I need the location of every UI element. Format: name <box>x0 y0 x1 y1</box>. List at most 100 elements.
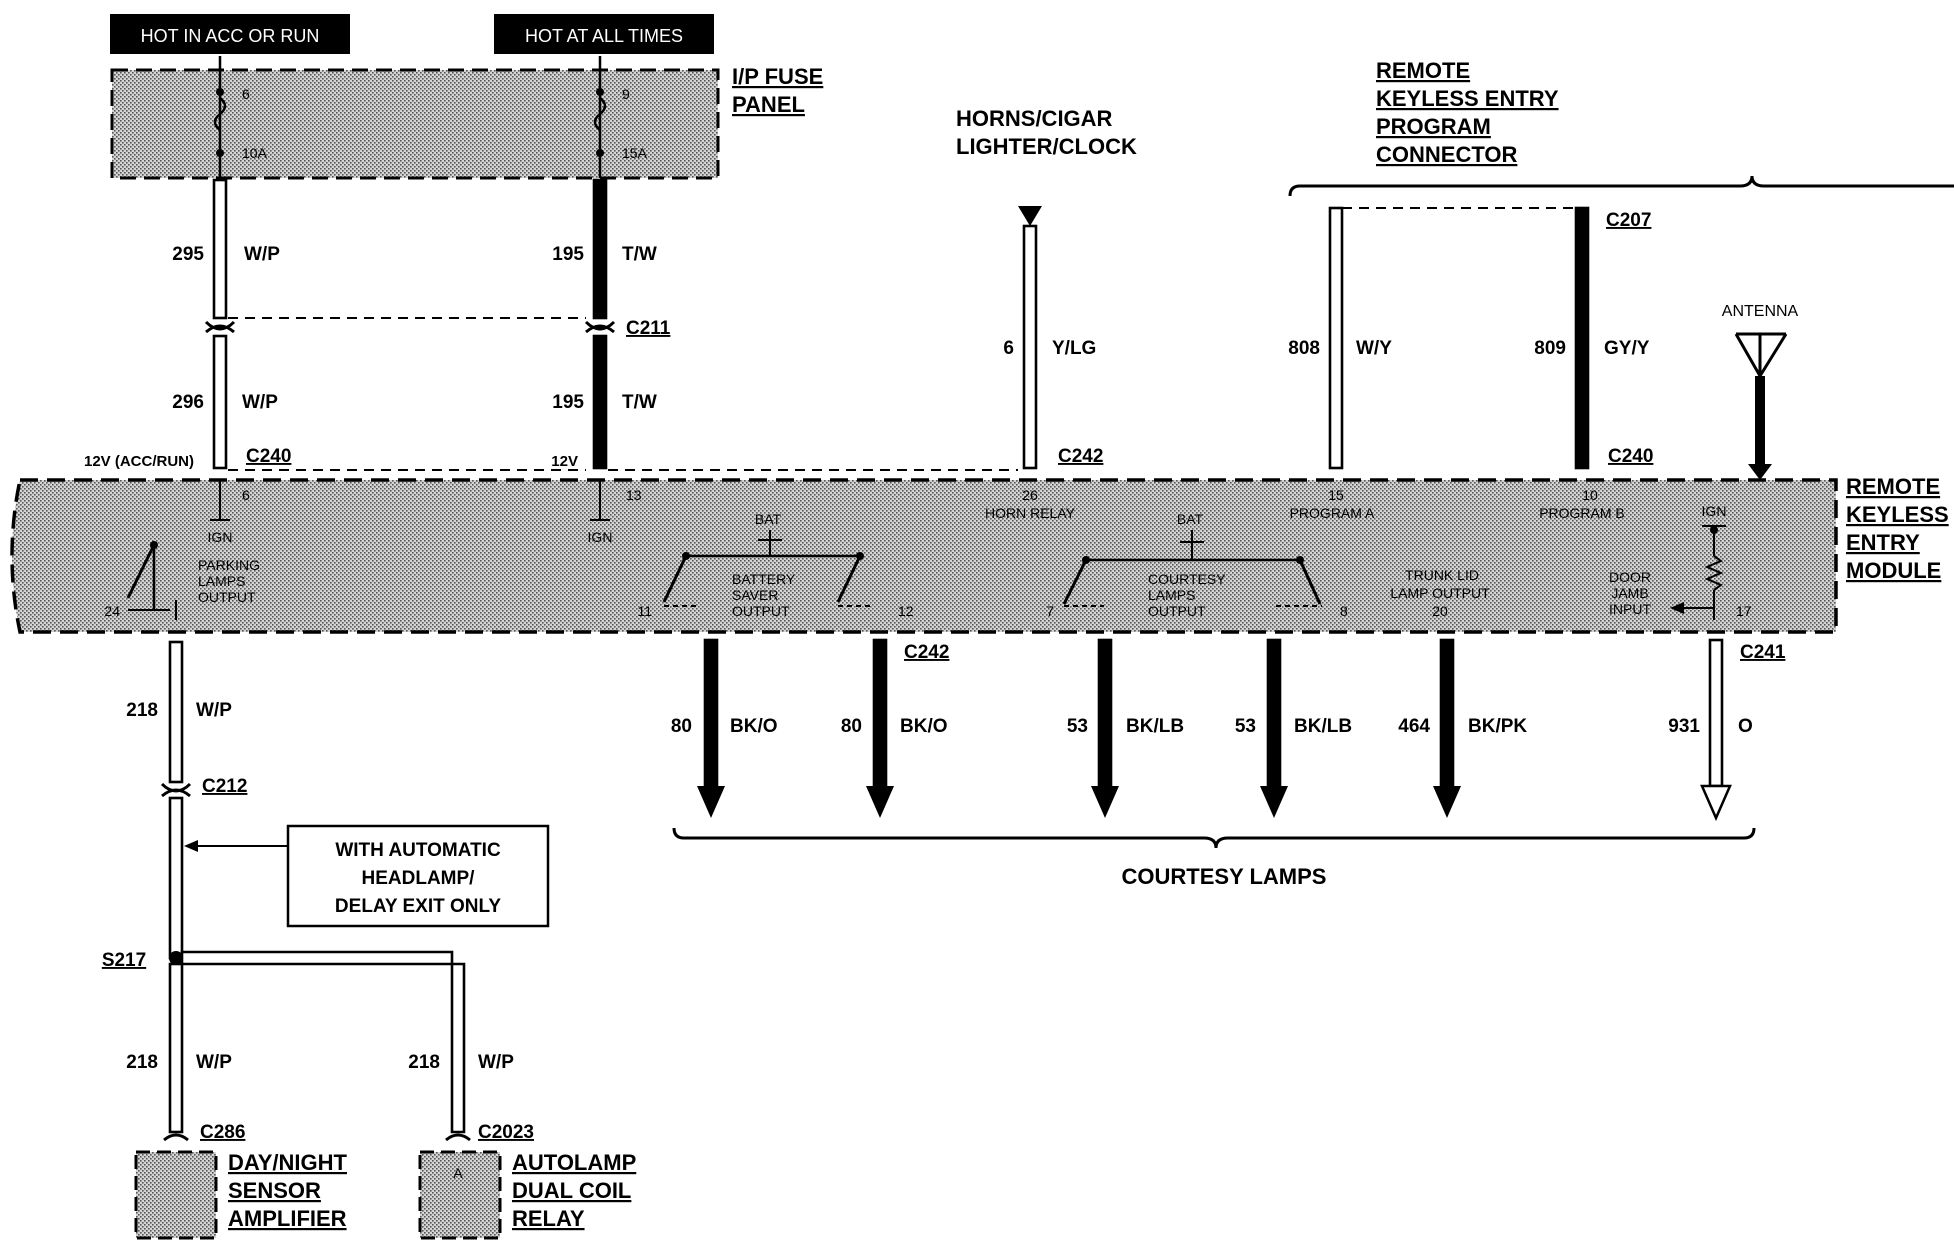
svg-text:BAT: BAT <box>1177 511 1204 527</box>
wire-808-number: 808 <box>1288 338 1320 359</box>
wire-931 <box>1708 638 1724 788</box>
autolamp-relay-box <box>418 1150 502 1240</box>
svg-text:LAMPS: LAMPS <box>198 573 245 589</box>
hot-all-times-box: HOT AT ALL TIMES <box>494 14 714 54</box>
module-title-3: ENTRY <box>1846 530 1920 555</box>
rke-program-title-2: KEYLESS ENTRY <box>1376 86 1559 111</box>
wire-464-color: BK/PK <box>1468 716 1527 737</box>
svg-text:8: 8 <box>1340 603 1348 619</box>
rke-program-title-1: REMOTE <box>1376 58 1470 83</box>
svg-text:LAMP OUTPUT: LAMP OUTPUT <box>1390 585 1490 601</box>
wire-195-lower <box>592 334 608 470</box>
fuse-panel-title-2: PANEL <box>732 92 805 117</box>
svg-text:15: 15 <box>1328 487 1344 503</box>
wire-218b-number: 218 <box>126 1052 158 1073</box>
fuse-right-number: 9 <box>622 86 630 102</box>
wire-80a <box>703 638 719 788</box>
wire-195b-number: 195 <box>552 392 584 413</box>
svg-text:DOOR: DOOR <box>1609 569 1651 585</box>
svg-text:HEADLAMP/: HEADLAMP/ <box>362 868 476 889</box>
autolamp-pin: A <box>453 1165 463 1181</box>
hot-acc-run-box: HOT IN ACC OR RUN <box>110 14 350 54</box>
twelve-v-label: 12V <box>551 453 578 470</box>
fuse-right-icon <box>593 97 607 131</box>
auto-headlamp-note: WITH AUTOMATIC HEADLAMP/ DELAY EXIT ONLY <box>184 824 550 928</box>
module-internals: 6 IGN 13 IGN 26 HORN RELAY 15 PROGRAM A … <box>104 480 1752 620</box>
c240-left-label: C240 <box>246 446 291 467</box>
rke-bracket <box>1288 175 1954 197</box>
wire-296-color: W/P <box>242 392 278 413</box>
s217-splice <box>169 951 183 965</box>
svg-text:INPUT: INPUT <box>1609 601 1651 617</box>
svg-text:PROGRAM B: PROGRAM B <box>1539 505 1625 521</box>
c241-label: C241 <box>1740 642 1786 663</box>
wire-218a-number: 218 <box>126 700 158 721</box>
svg-text:BATTERY: BATTERY <box>732 571 796 587</box>
wire-218-upper <box>168 640 184 784</box>
fuse-right-amp: 15A <box>622 145 648 161</box>
wire-808-color: W/Y <box>1356 338 1392 359</box>
svg-text:SAVER: SAVER <box>732 587 778 603</box>
c207-label: C207 <box>1606 210 1651 231</box>
svg-text:24: 24 <box>104 603 120 619</box>
svg-text:OUTPUT: OUTPUT <box>1148 603 1206 619</box>
wire-53a-color: BK/LB <box>1126 716 1184 737</box>
day-night-label-2: SENSOR <box>228 1178 321 1203</box>
rke-program-title-4: CONNECTOR <box>1376 142 1517 167</box>
svg-text:PARKING: PARKING <box>198 557 260 573</box>
wire-195a-color: T/W <box>622 244 657 265</box>
twelve-v-acc-label: 12V (ACC/RUN) <box>84 453 194 470</box>
fuse-left-amp: 10A <box>242 145 268 161</box>
wire-295-number: 295 <box>172 244 204 265</box>
c211-left-connector <box>204 320 236 331</box>
svg-text:20: 20 <box>1432 603 1448 619</box>
svg-text:COURTESY: COURTESY <box>1148 571 1226 587</box>
horns-label-2: LIGHTER/CLOCK <box>956 134 1137 159</box>
wire-464 <box>1439 638 1455 788</box>
autolamp-label-1: AUTOLAMP <box>512 1150 636 1175</box>
wire-295-color: W/P <box>244 244 280 265</box>
fuse-panel: 6 10A 9 15A <box>110 56 720 180</box>
wire-80b-color: BK/O <box>900 716 948 737</box>
wire-6-number: 6 <box>1003 338 1014 359</box>
svg-text:26: 26 <box>1022 487 1038 503</box>
autolamp-label-3: RELAY <box>512 1206 585 1231</box>
wire-808 <box>1328 206 1344 470</box>
horns-label-1: HORNS/CIGAR <box>956 106 1113 131</box>
c2023-connector <box>445 1133 471 1142</box>
s217-label: S217 <box>102 950 146 971</box>
wire-53b <box>1266 638 1282 788</box>
wire-195-upper <box>592 178 608 320</box>
c240-right-label: C240 <box>1608 446 1653 467</box>
wire-6 <box>1022 224 1038 470</box>
wire-931-color: O <box>1738 716 1753 737</box>
wire-80b <box>872 638 888 788</box>
rke-module-box <box>10 478 1838 634</box>
wire-6-color: Y/LG <box>1052 338 1096 359</box>
c211-label: C211 <box>626 318 671 339</box>
day-night-label-1: DAY/NIGHT <box>228 1150 348 1175</box>
wire-53a-number: 53 <box>1067 716 1088 737</box>
wire-464-number: 464 <box>1398 716 1430 737</box>
hot-acc-run-label: HOT IN ACC OR RUN <box>141 26 320 46</box>
horns-feed-arrow-icon <box>1018 206 1042 226</box>
rke-program-title-3: PROGRAM <box>1376 114 1491 139</box>
svg-text:HORN RELAY: HORN RELAY <box>985 505 1076 521</box>
wire-53b-color: BK/LB <box>1294 716 1352 737</box>
wire-296-number: 296 <box>172 392 204 413</box>
c286-connector <box>163 1133 189 1142</box>
wire-296 <box>212 334 228 470</box>
svg-text:17: 17 <box>1736 603 1752 619</box>
autolamp-label-2: DUAL COIL <box>512 1178 631 1203</box>
wire-295 <box>212 178 228 320</box>
c212-label: C212 <box>202 776 247 797</box>
svg-text:7: 7 <box>1046 603 1054 619</box>
antenna-label: ANTENNA <box>1722 303 1799 320</box>
wire-218-middle <box>168 796 184 960</box>
wire-53a <box>1097 638 1113 788</box>
wire-80b-number: 80 <box>841 716 862 737</box>
module-title-2: KEYLESS <box>1846 502 1949 527</box>
c2023-label: C2023 <box>478 1122 534 1143</box>
